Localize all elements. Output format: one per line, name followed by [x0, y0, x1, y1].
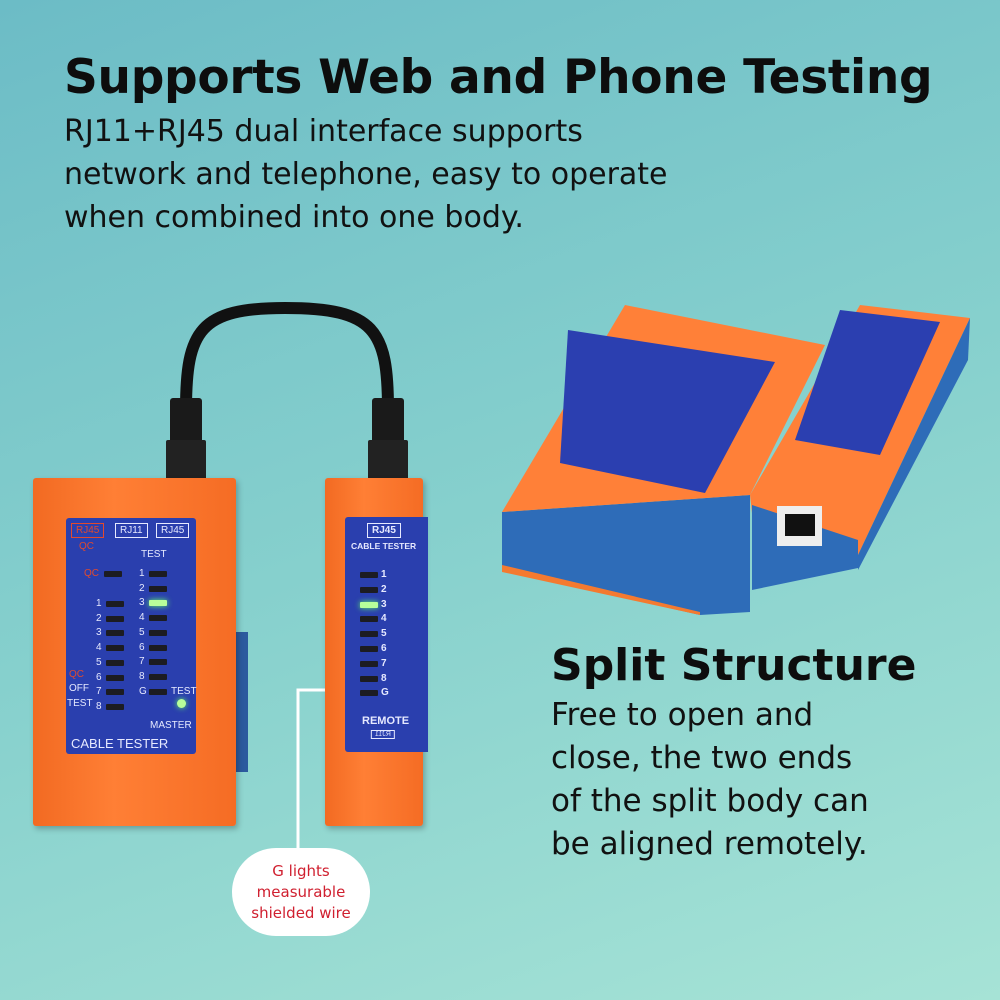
headline: Supports Web and Phone Testing	[64, 50, 933, 105]
g-light-callout: G lights measurable shielded wire	[232, 848, 370, 936]
remote-led-label: 2	[381, 583, 387, 595]
off-label: OFF	[69, 683, 89, 694]
master-left-led-label: 5	[96, 656, 102, 668]
master-right-led	[149, 673, 167, 680]
master-right-led	[149, 600, 167, 607]
master-right-led-label: 2	[139, 582, 145, 594]
remote-led-label: 1	[381, 569, 387, 580]
test-label: TEST	[141, 549, 167, 560]
split-line: of the split body can	[551, 783, 869, 819]
master-panel: RJ45 QC RJ11 RJ45 TEST QC 1 2 3 4 5 6 7 8 1 2 3 4 5 6…	[66, 518, 197, 754]
rj45-box: RJ45	[156, 523, 190, 538]
remote-led	[360, 690, 378, 697]
split-description: Free to open and close, the two ends of …	[551, 694, 971, 866]
remote-led	[360, 572, 378, 578]
qc-led	[104, 571, 122, 577]
qc-rj45-box: RJ45	[71, 523, 105, 538]
remote-led	[360, 646, 378, 652]
remote-led-label: 8	[381, 672, 387, 684]
qc-led-label: QC	[84, 568, 99, 579]
test-led	[177, 699, 186, 708]
remote-led-label: 6	[381, 643, 387, 654]
remote-led	[360, 675, 378, 682]
master-right-led-label: 4	[139, 612, 145, 624]
callout-line: measurable	[256, 882, 346, 901]
headline-description: RJ11+RJ45 dual interface supports networ…	[64, 110, 824, 239]
test-side-label: TEST	[67, 698, 93, 709]
remote-led	[360, 660, 378, 667]
remote-led	[360, 631, 378, 638]
master-right-led-label: 1	[139, 568, 145, 579]
master-left-led	[106, 645, 124, 652]
desc-line: RJ11+RJ45 dual interface supports	[64, 114, 583, 149]
master-right-led-label: 6	[139, 641, 145, 653]
remote-led	[360, 616, 378, 623]
master-left-led-label: 1	[96, 598, 102, 609]
master-left-led	[106, 703, 124, 710]
remote-rj45-box: RJ45	[367, 523, 401, 538]
master-left-led	[106, 674, 124, 681]
desc-line: network and telephone, easy to operate	[64, 157, 668, 192]
master-right-led	[149, 585, 167, 592]
master-name: CABLE TESTER	[71, 736, 169, 751]
master-right-led	[149, 571, 167, 577]
master-left-led-label: 7	[96, 686, 102, 698]
master-left-led	[106, 601, 124, 607]
remote-name: CABLE TESTER	[351, 541, 417, 551]
master-left-led-label: 2	[96, 612, 102, 624]
master-right-led	[149, 644, 167, 651]
master-left-led-label: 3	[96, 627, 102, 639]
master-right-led-label: 8	[139, 670, 145, 682]
master-unit: RJ45 QC RJ11 RJ45 TEST QC 1 2 3 4 5 6 7 8 1 2 3 4 5 6…	[33, 478, 236, 826]
master-left-led	[106, 615, 124, 622]
qc-label-2: QC	[69, 669, 84, 680]
remote-led	[360, 601, 378, 608]
remote-led-label: 5	[381, 628, 387, 640]
split-line: close, the two ends	[551, 740, 853, 776]
master-left-led	[106, 659, 124, 666]
split-line: be aligned remotely.	[551, 826, 868, 862]
qc-label: QC	[79, 541, 94, 552]
remote-led-label: 3	[381, 598, 387, 610]
callout-line: shielded wire	[251, 903, 351, 922]
desc-line: when combined into one body.	[64, 200, 524, 235]
master-left-led-label: 4	[96, 642, 102, 654]
remote-led-label: 4	[381, 613, 387, 625]
rj11-box: RJ11	[115, 523, 148, 538]
master-right-led	[149, 688, 167, 695]
remote-led-label: 7	[381, 657, 387, 669]
remote-led-label: G	[381, 687, 389, 699]
master-left-led	[106, 630, 124, 637]
master-right-led	[149, 615, 167, 622]
master-right-led-label: 5	[139, 626, 145, 638]
master-left-led-label: 6	[96, 671, 102, 683]
remote-led	[360, 586, 378, 593]
master-left-led	[106, 689, 124, 696]
remote-label: REMOTE	[362, 715, 410, 727]
split-title: Split Structure	[551, 640, 917, 691]
callout-line: G lights	[272, 861, 330, 880]
test-led-label: TEST	[171, 686, 197, 697]
master-label: MASTER	[150, 720, 192, 731]
master-right-led-label: 3	[139, 597, 145, 609]
master-right-led	[149, 629, 167, 636]
master-right-led	[149, 659, 167, 666]
master-right-led-label: 7	[139, 656, 145, 668]
master-right-led-label: G	[139, 685, 147, 697]
split-line: Free to open and	[551, 697, 814, 733]
master-left-led-label: 8	[96, 700, 102, 712]
